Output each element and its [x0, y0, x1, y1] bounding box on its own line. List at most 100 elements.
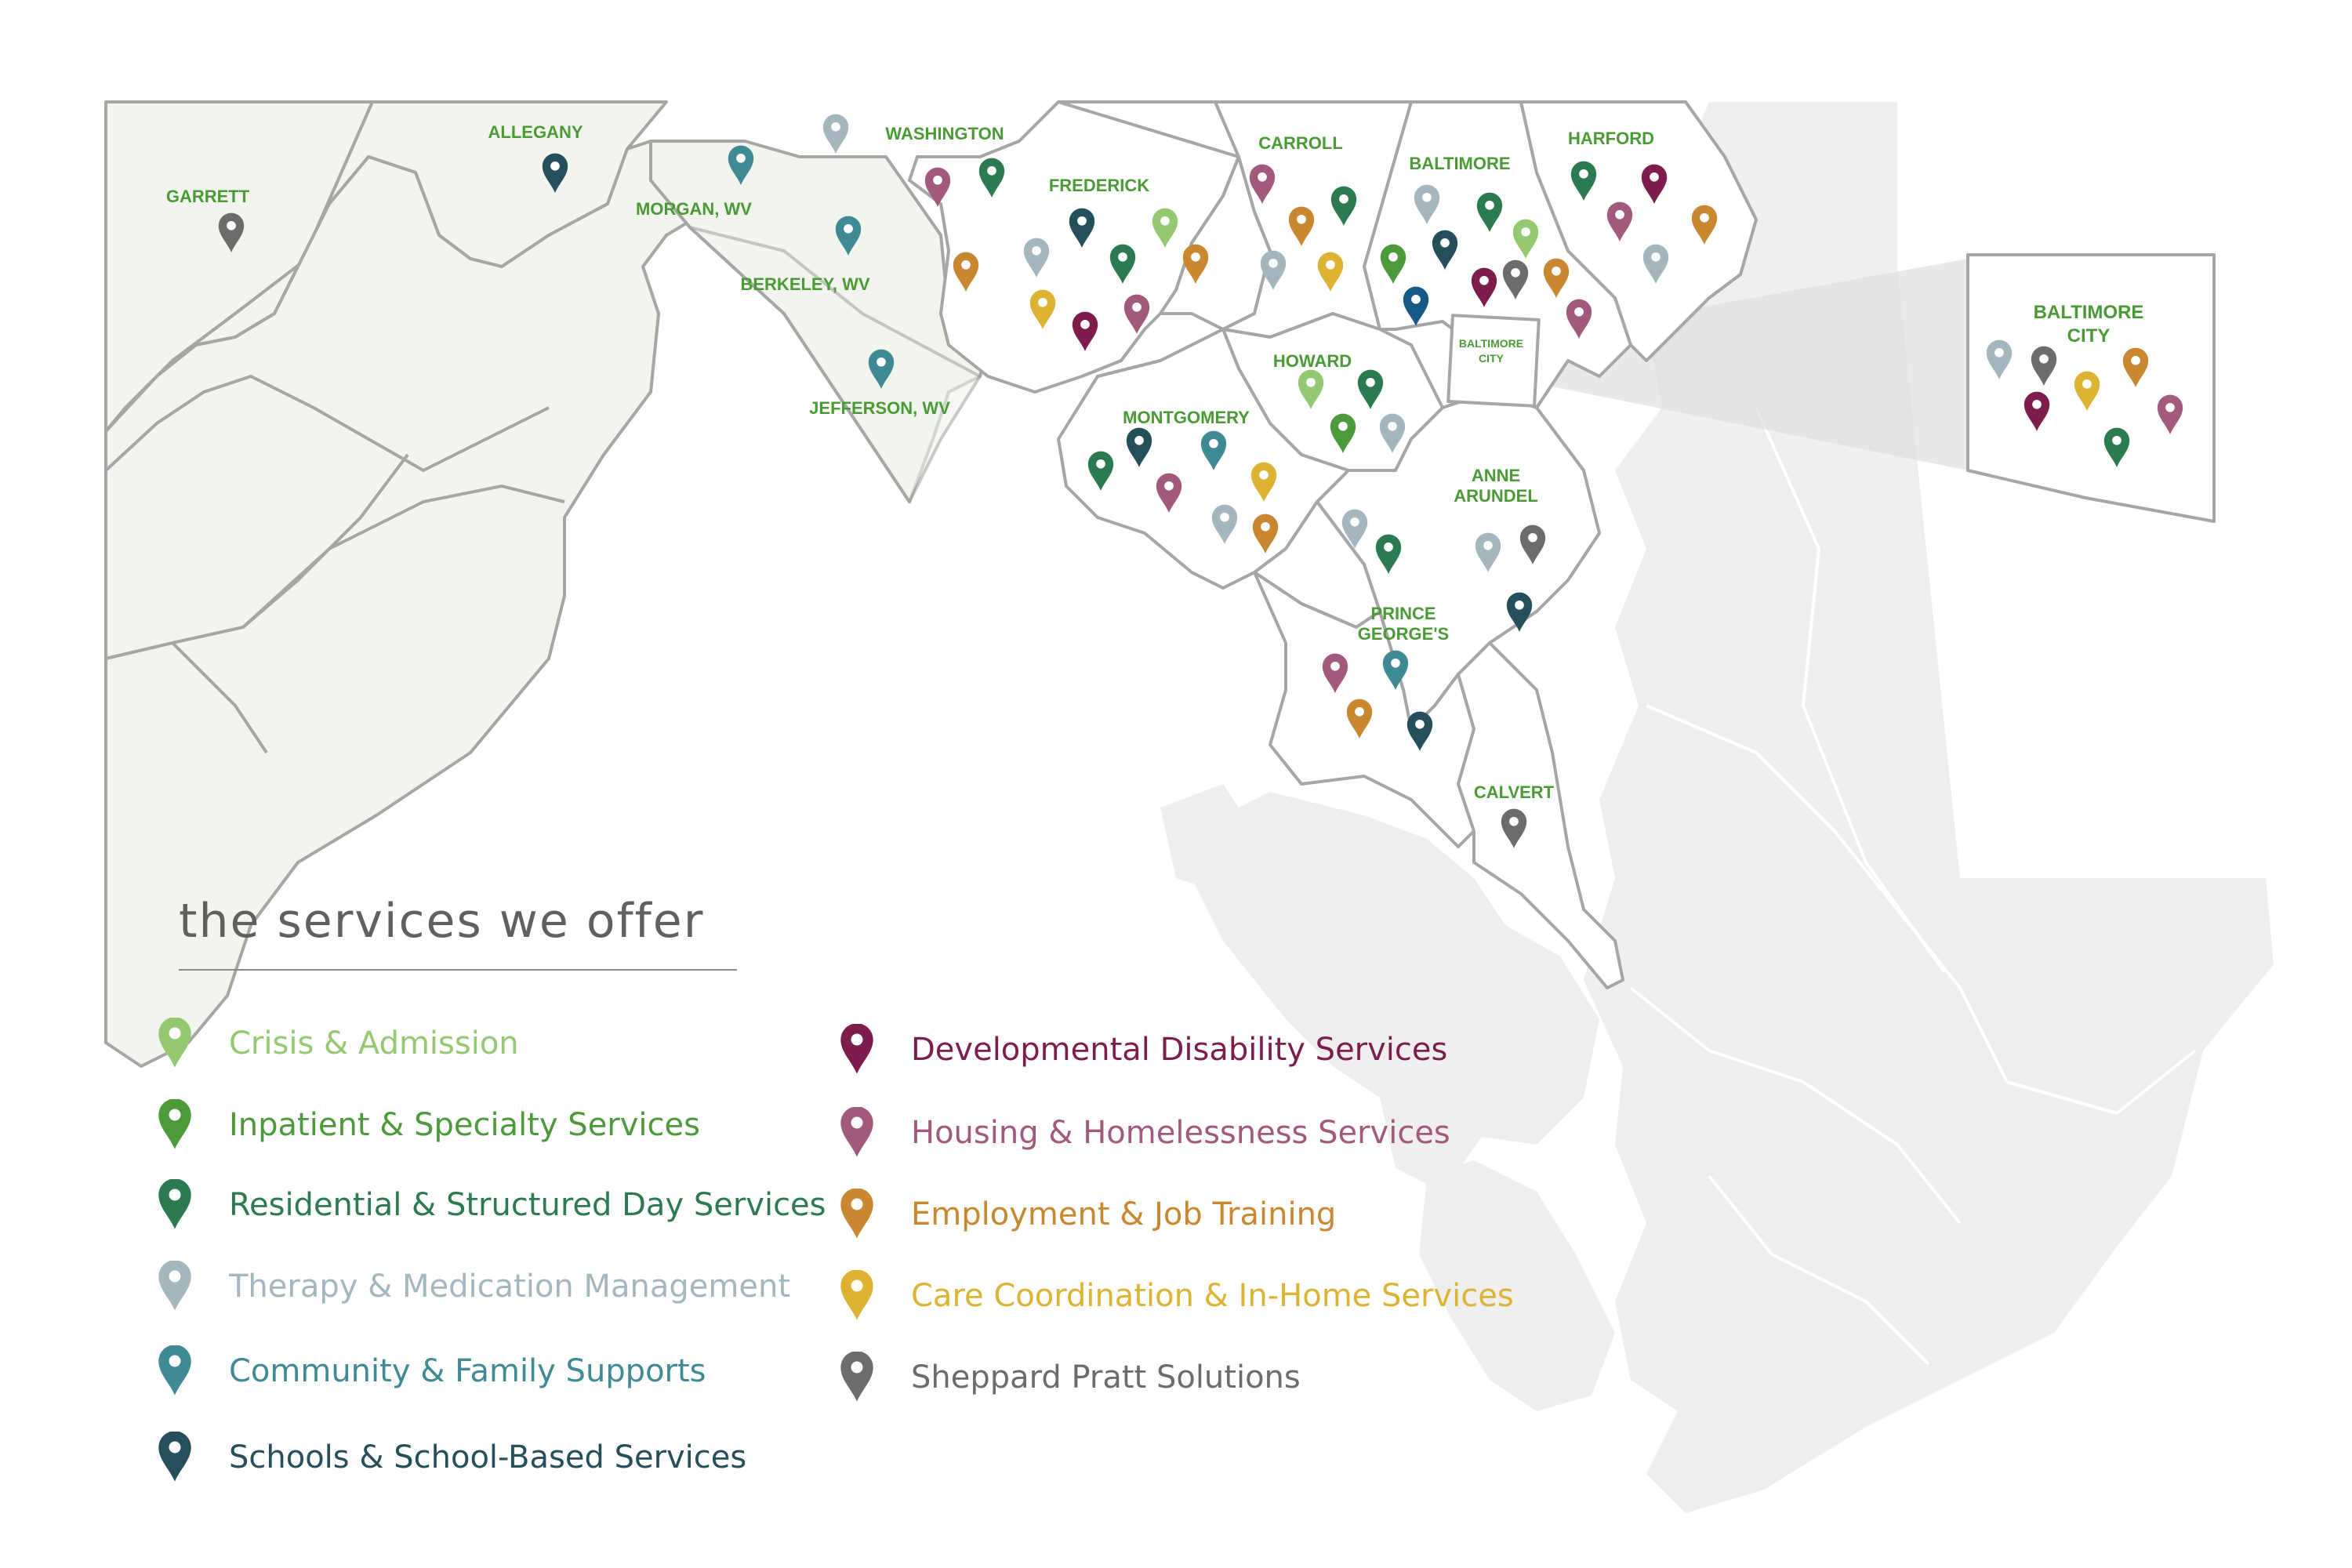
community-map-pin-icon	[1200, 430, 1227, 470]
therapy-map-pin-icon	[1341, 509, 1368, 549]
legend-label: Inpatient & Specialty Services	[229, 1107, 700, 1143]
label-howard: HOWARD	[1273, 351, 1352, 371]
developmental-map-pin-icon	[1641, 164, 1668, 204]
legend-label: Sheppard Pratt Solutions	[911, 1359, 1301, 1396]
legend-item-developmental: Developmental Disability Services	[839, 1022, 1447, 1077]
residential-map-pin-icon	[2103, 427, 2130, 467]
community-map-pin-icon	[728, 145, 754, 185]
label-morgan: MORGAN, WV	[636, 199, 752, 219]
housing-map-pin-icon	[1566, 299, 1592, 339]
legend-label: Employment & Job Training	[911, 1196, 1337, 1232]
care-map-pin-icon	[2074, 371, 2100, 411]
care-map-pin-icon	[840, 1270, 873, 1320]
housing-map-pin-icon	[1123, 294, 1150, 334]
extra_blue-map-pin-icon	[1403, 286, 1429, 326]
schools-map-pin-icon	[1126, 427, 1152, 467]
therapy-map-pin-icon	[158, 1261, 191, 1311]
western-counties	[104, 100, 989, 1068]
legend-label: Residential & Structured Day Services	[229, 1187, 826, 1223]
schools-map-pin-icon	[158, 1432, 191, 1482]
developmental-map-pin-icon	[840, 1024, 873, 1074]
residential-map-pin-icon	[1357, 369, 1384, 409]
employment-map-pin-icon	[1288, 206, 1315, 246]
background-land	[1160, 102, 2274, 1513]
therapy-map-pin-icon	[1986, 339, 2013, 379]
crisis-map-pin-icon	[1152, 208, 1178, 248]
community-map-pin-icon	[1382, 650, 1409, 690]
employment-map-pin-icon	[840, 1189, 873, 1239]
label-carroll: CARROLL	[1258, 133, 1343, 153]
sheppard-map-pin-icon	[840, 1352, 873, 1402]
residential-map-pin-icon	[1476, 192, 1503, 232]
legend-item-housing: Housing & Homelessness Services	[839, 1105, 1450, 1160]
developmental-map-pin-icon	[840, 1024, 873, 1074]
legend-item-care: Care Coordination & In-Home Services	[839, 1269, 1514, 1323]
legend-title: the services we offer	[179, 894, 705, 949]
label-pg-1: PRINCE	[1370, 604, 1436, 623]
housing-map-pin-icon	[840, 1107, 873, 1157]
label-bcity-inset-2: CITY	[2067, 325, 2111, 347]
developmental-map-pin-icon	[1471, 267, 1497, 307]
crisis-map-pin-icon	[1512, 219, 1539, 259]
developmental-map-pin-icon	[1072, 311, 1098, 351]
label-jefferson: JEFFERSON, WV	[809, 398, 950, 418]
label-bcity-inset-1: BALTIMORE	[2034, 302, 2144, 323]
legend-divider	[179, 969, 737, 971]
employment-map-pin-icon	[1691, 205, 1718, 245]
label-frederick: FREDERICK	[1049, 176, 1149, 195]
legend-label: Schools & School-Based Services	[229, 1439, 747, 1475]
developmental-map-pin-icon	[2024, 391, 2050, 431]
housing-map-pin-icon	[1322, 653, 1348, 693]
employment-map-pin-icon	[2122, 347, 2149, 387]
baltimore-city-small	[1446, 314, 1541, 408]
sheppard-map-pin-icon	[1501, 808, 1527, 848]
label-calvert: CALVERT	[1474, 782, 1555, 802]
label-montgomery: MONTGOMERY	[1123, 408, 1250, 427]
label-bcity-small-2: CITY	[1479, 352, 1504, 365]
legend-label: Care Coordination & In-Home Services	[911, 1278, 1514, 1314]
residential-map-pin-icon	[1570, 161, 1597, 201]
inpatient-map-pin-icon	[158, 1099, 191, 1149]
legend-item-schools: Schools & School-Based Services	[157, 1430, 746, 1485]
employment-map-pin-icon	[1543, 258, 1570, 298]
label-anne-1: ANNE	[1472, 466, 1520, 485]
housing-map-pin-icon	[1249, 164, 1276, 204]
crisis-map-pin-icon	[158, 1018, 191, 1068]
label-baltimore: BALTIMORE	[1409, 154, 1510, 173]
community-map-pin-icon	[835, 216, 862, 256]
label-anne-2: ARUNDEL	[1454, 486, 1538, 506]
county-labels: GARRETT ALLEGANY WASHINGTON MORGAN, WV B…	[166, 122, 2144, 802]
sheppard-map-pin-icon	[1519, 524, 1546, 564]
therapy-map-pin-icon	[1023, 238, 1050, 278]
legend-item-community: Community & Family Supports	[157, 1344, 706, 1399]
therapy-map-pin-icon	[1260, 250, 1287, 290]
community-map-pin-icon	[158, 1345, 191, 1396]
sheppard-map-pin-icon	[840, 1352, 873, 1402]
housing-map-pin-icon	[1606, 201, 1633, 241]
community-map-pin-icon	[158, 1345, 191, 1396]
care-map-pin-icon	[1317, 252, 1344, 292]
legend-item-therapy: Therapy & Medication Management	[157, 1259, 790, 1314]
residential-map-pin-icon	[1087, 451, 1114, 491]
community-map-pin-icon	[868, 349, 895, 389]
therapy-map-pin-icon	[1642, 244, 1669, 284]
residential-map-pin-icon	[978, 158, 1005, 198]
sheppard-map-pin-icon	[218, 212, 245, 252]
legend-label: Crisis & Admission	[229, 1025, 519, 1062]
label-harford: HARFORD	[1568, 129, 1654, 148]
residential-map-pin-icon	[1375, 534, 1402, 574]
employment-map-pin-icon	[840, 1189, 873, 1239]
label-washington: WASHINGTON	[885, 124, 1004, 143]
housing-map-pin-icon	[1156, 473, 1182, 513]
inset-zoom-wedge	[1494, 259, 1968, 470]
therapy-map-pin-icon	[1379, 413, 1406, 453]
schools-map-pin-icon	[1432, 230, 1458, 270]
schools-map-pin-icon	[1506, 592, 1533, 632]
therapy-map-pin-icon	[1211, 504, 1238, 544]
care-map-pin-icon	[1250, 462, 1277, 502]
sheppard-map-pin-icon	[2031, 346, 2057, 386]
schools-map-pin-icon	[1069, 208, 1095, 248]
label-allegany: ALLEGANY	[488, 122, 583, 142]
sheppard-map-pin-icon	[1502, 260, 1529, 299]
